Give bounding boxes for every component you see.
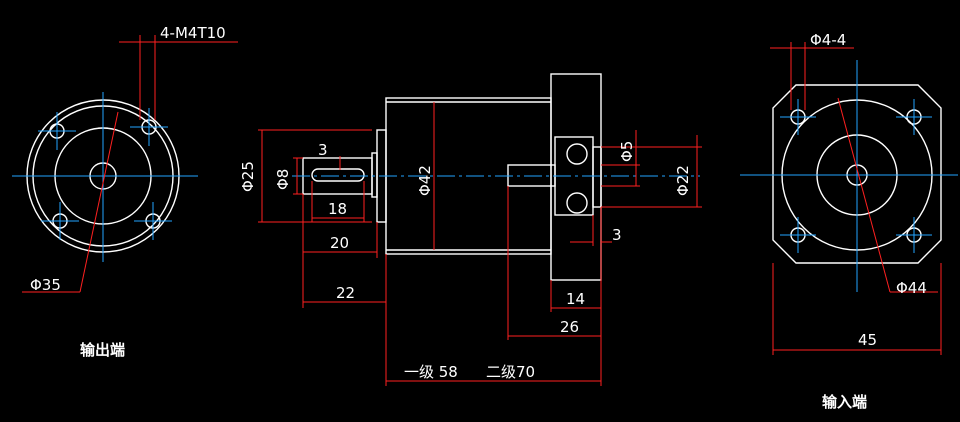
stage-one-label: 一级 58 [404, 363, 458, 381]
stage-two-label: 二级70 [486, 363, 535, 381]
clamp-screw-top [566, 143, 588, 165]
input-pcd-label: Φ44 [896, 279, 927, 297]
shaft-len-label: 20 [330, 234, 349, 252]
input-end-caption: 输入端 [822, 393, 867, 411]
output-centerlines [12, 92, 198, 262]
output-pcd-label: Φ35 [30, 276, 61, 294]
holes-label: Φ4-4 [810, 31, 846, 49]
input-dimensions [770, 42, 942, 355]
shaft-dia-label: Φ25 [239, 161, 257, 192]
clamp-screw-bottom [566, 192, 588, 214]
square-flange [772, 84, 942, 264]
bolt-spec-label: 4-M4T10 [160, 24, 226, 42]
pilot-dia-label: Φ22 [674, 165, 692, 196]
key-width-label: 3 [318, 141, 328, 159]
input-len-label: 26 [560, 318, 579, 336]
body-dia-label: Φ42 [416, 165, 434, 196]
shaft-total-label: 22 [336, 284, 355, 302]
bore-dia-label: Φ5 [618, 141, 636, 162]
output-dimensions [22, 35, 238, 293]
side-dimensions [258, 102, 702, 386]
output-step [371, 152, 378, 198]
key-dia-label: Φ8 [274, 169, 292, 190]
input-centerlines [740, 60, 958, 292]
input-flange-label: 45 [858, 331, 877, 349]
output-end-caption: 输出端 [80, 341, 125, 359]
key-slot [311, 168, 365, 182]
flange-len-label: 14 [566, 290, 585, 308]
key-len-label: 18 [328, 200, 347, 218]
input-pilot [592, 146, 602, 208]
pilot-len-label: 3 [612, 226, 622, 244]
